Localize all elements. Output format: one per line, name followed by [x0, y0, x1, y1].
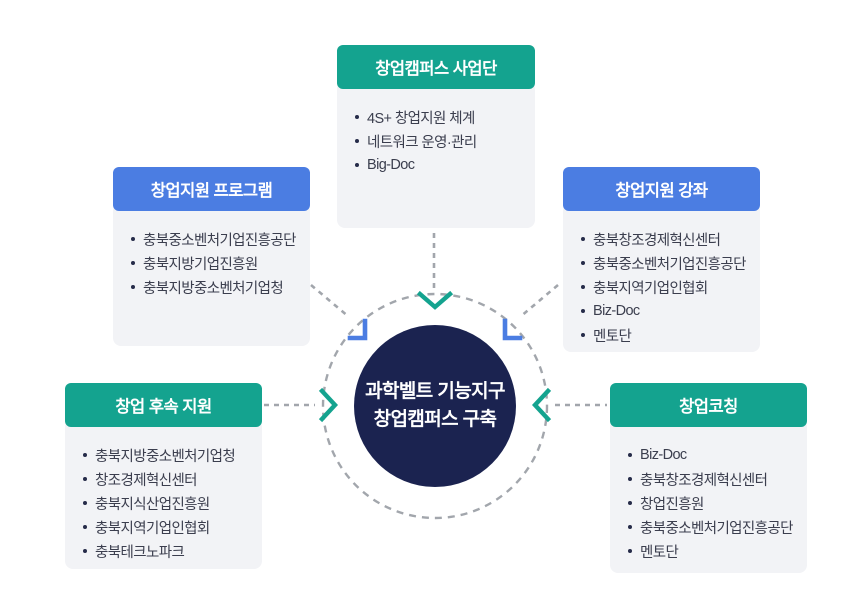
box-title: 창업지원 프로그램: [113, 167, 310, 211]
bullet-icon: [131, 285, 135, 289]
bullet-icon: [628, 549, 632, 553]
list-item: 창업진흥원: [628, 491, 797, 515]
elbow-arrow-right-icon: [502, 318, 523, 341]
list-item: 충북지역기업인협회: [581, 275, 750, 299]
bullet-icon: [581, 237, 585, 241]
bullet-icon: [355, 139, 359, 143]
bullet-icon: [581, 333, 585, 337]
box-right-upper: 창업지원 강좌 충북창조경제혁신센터 충북중소벤처기업진흥공단 충북지역기업인협…: [563, 167, 760, 352]
list-item: 충북지식산업진흥원: [83, 491, 252, 515]
list-item: 충북지방기업진흥원: [131, 251, 300, 275]
bullet-icon: [355, 163, 359, 167]
list-item: 충북중소벤처기업진흥공단: [581, 251, 750, 275]
bullet-icon: [83, 477, 87, 481]
box-body: 충북중소벤처기업진흥공단 충북지방기업진흥원 충북지방중소벤처기업청: [113, 203, 310, 346]
bullet-icon: [83, 525, 87, 529]
list-item: Biz-Doc: [628, 443, 797, 467]
box-body: 4S+ 창업지원 체계 네트워크 운영·관리 Big-Doc: [337, 81, 535, 228]
list-item: 충북창조경제혁신센터: [581, 227, 750, 251]
chevron-right-icon: [318, 387, 339, 423]
list-item: 멘토단: [628, 539, 797, 563]
box-body: 충북창조경제혁신센터 충북중소벤처기업진흥공단 충북지역기업인협회 Biz-Do…: [563, 203, 760, 352]
dashed-line-left-diagonal: [310, 284, 350, 318]
bullet-icon: [83, 453, 87, 457]
elbow-arrow-left-icon: [347, 318, 368, 341]
list-item: 네트워크 운영·관리: [355, 129, 525, 153]
list-item: 충북지방중소벤처기업청: [83, 443, 252, 467]
center-title-line2: 창업캠퍼스 구축: [373, 409, 497, 430]
bullet-icon: [131, 261, 135, 265]
bullet-icon: [581, 309, 585, 313]
list-item: 충북창조경제혁신센터: [628, 467, 797, 491]
box-left-upper: 창업지원 프로그램 충북중소벤처기업진흥공단 충북지방기업진흥원 충북지방중소벤…: [113, 167, 310, 346]
box-title: 창업캠퍼스 사업단: [337, 45, 535, 89]
center-title-line1: 과학벨트 기능지구: [365, 381, 505, 402]
box-title: 창업코칭: [610, 383, 807, 427]
bullet-icon: [628, 525, 632, 529]
list-item: 충북중소벤처기업진흥공단: [628, 515, 797, 539]
box-body: 충북지방중소벤처기업청 창조경제혁신센터 충북지식산업진흥원 충북지역기업인협회…: [65, 419, 262, 569]
bullet-icon: [581, 285, 585, 289]
bullet-icon: [628, 501, 632, 505]
list-item: 충북테크노파크: [83, 539, 252, 563]
list-item: Big-Doc: [355, 153, 525, 177]
bullet-icon: [83, 549, 87, 553]
box-body: Biz-Doc 충북창조경제혁신센터 창업진흥원 충북중소벤처기업진흥공단 멘토…: [610, 419, 807, 573]
box-left-lower: 창업 후속 지원 충북지방중소벤처기업청 창조경제혁신센터 충북지식산업진흥원 …: [65, 383, 262, 569]
bullet-icon: [628, 453, 632, 457]
list-item: 충북중소벤처기업진흥공단: [131, 227, 300, 251]
bullet-icon: [83, 501, 87, 505]
box-right-lower: 창업코칭 Biz-Doc 충북창조경제혁신센터 창업진흥원 충북중소벤처기업진흥…: [610, 383, 807, 573]
list-item: 4S+ 창업지원 체계: [355, 105, 525, 129]
box-title: 창업지원 강좌: [563, 167, 760, 211]
chevron-down-icon: [416, 290, 454, 310]
list-item: 멘토단: [581, 323, 750, 347]
list-item: 창조경제혁신센터: [83, 467, 252, 491]
bullet-icon: [131, 237, 135, 241]
bullet-icon: [628, 477, 632, 481]
list-item: 충북지역기업인협회: [83, 515, 252, 539]
box-title: 창업 후속 지원: [65, 383, 262, 427]
list-item: Biz-Doc: [581, 299, 750, 323]
chevron-left-icon: [531, 387, 552, 423]
box-top-center: 창업캠퍼스 사업단 4S+ 창업지원 체계 네트워크 운영·관리 Big-Doc: [337, 45, 535, 228]
center-circle: 과학벨트 기능지구 창업캠퍼스 구축: [354, 325, 516, 487]
bullet-icon: [355, 115, 359, 119]
dashed-orbit-circle: [321, 292, 549, 520]
list-item: 충북지방중소벤처기업청: [131, 275, 300, 299]
bullet-icon: [581, 261, 585, 265]
dashed-line-right-diagonal: [519, 284, 559, 318]
